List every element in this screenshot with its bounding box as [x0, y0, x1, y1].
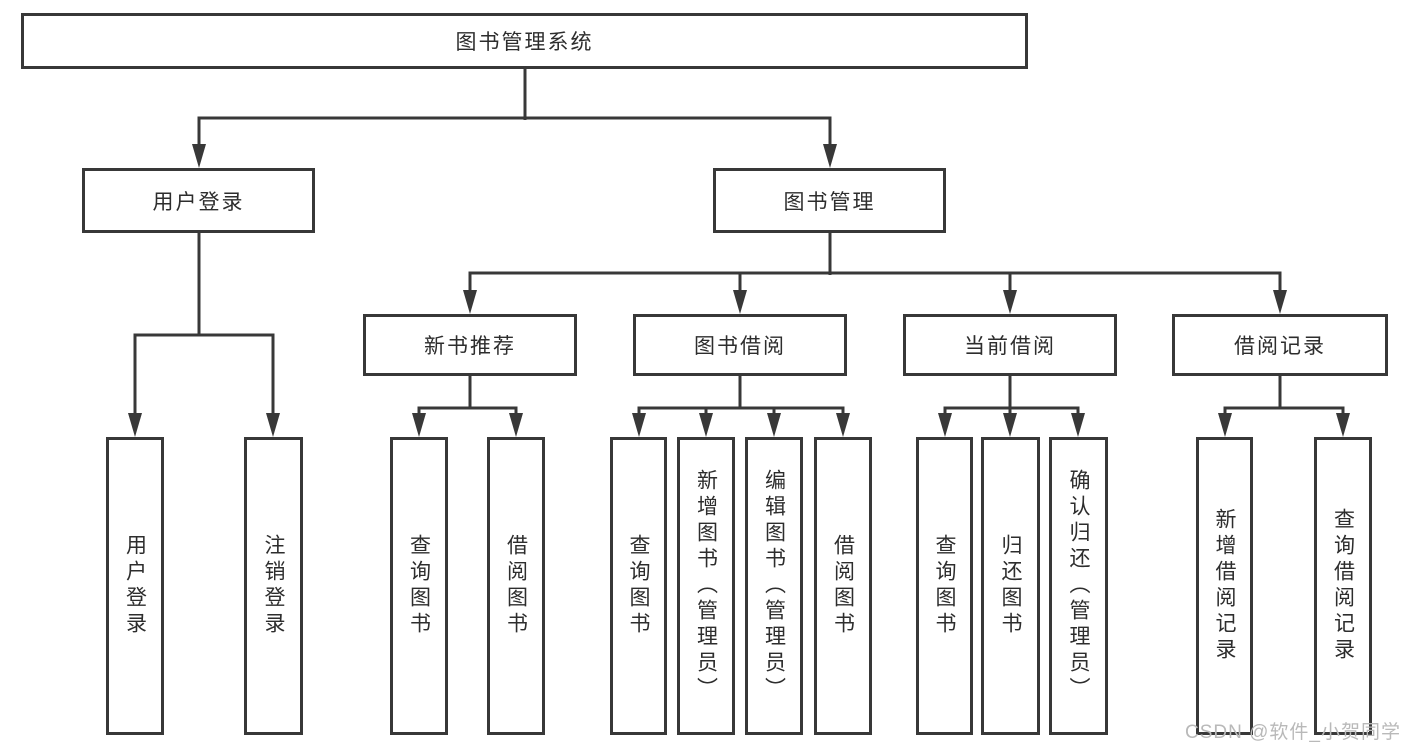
node-borrow-record: 借阅记录: [1172, 314, 1388, 376]
node-leaf-query-borrow-record: 查询借阅记录: [1314, 437, 1372, 735]
node-leaf-return-book: 归还图书: [981, 437, 1040, 735]
arrowhead-icons: [128, 144, 1350, 437]
node-leaf-add-book-admin: 新增图书（管理员）: [677, 437, 735, 735]
node-leaf-query-book-1: 查询图书: [390, 437, 448, 735]
node-new-book-recommend: 新书推荐: [363, 314, 577, 376]
node-book-management: 图书管理: [713, 168, 946, 233]
node-leaf-borrow-book-1: 借阅图书: [487, 437, 545, 735]
node-library-management-system: 图书管理系统: [21, 13, 1028, 69]
node-leaf-query-book-2: 查询图书: [610, 437, 667, 735]
node-leaf-logout: 注销登录: [244, 437, 303, 735]
csdn-watermark: CSDN @软件_小贺同学: [1185, 722, 1401, 743]
node-leaf-confirm-return-admin: 确认归还（管理员）: [1049, 437, 1108, 735]
node-leaf-edit-book-admin: 编辑图书（管理员）: [745, 437, 803, 735]
node-current-borrow: 当前借阅: [903, 314, 1117, 376]
node-leaf-add-borrow-record: 新增借阅记录: [1196, 437, 1253, 735]
node-book-borrow: 图书借阅: [633, 314, 847, 376]
node-leaf-query-book-3: 查询图书: [916, 437, 973, 735]
node-leaf-borrow-book-2: 借阅图书: [814, 437, 872, 735]
node-leaf-user-login: 用户登录: [106, 437, 164, 735]
node-user-login: 用户登录: [82, 168, 315, 233]
